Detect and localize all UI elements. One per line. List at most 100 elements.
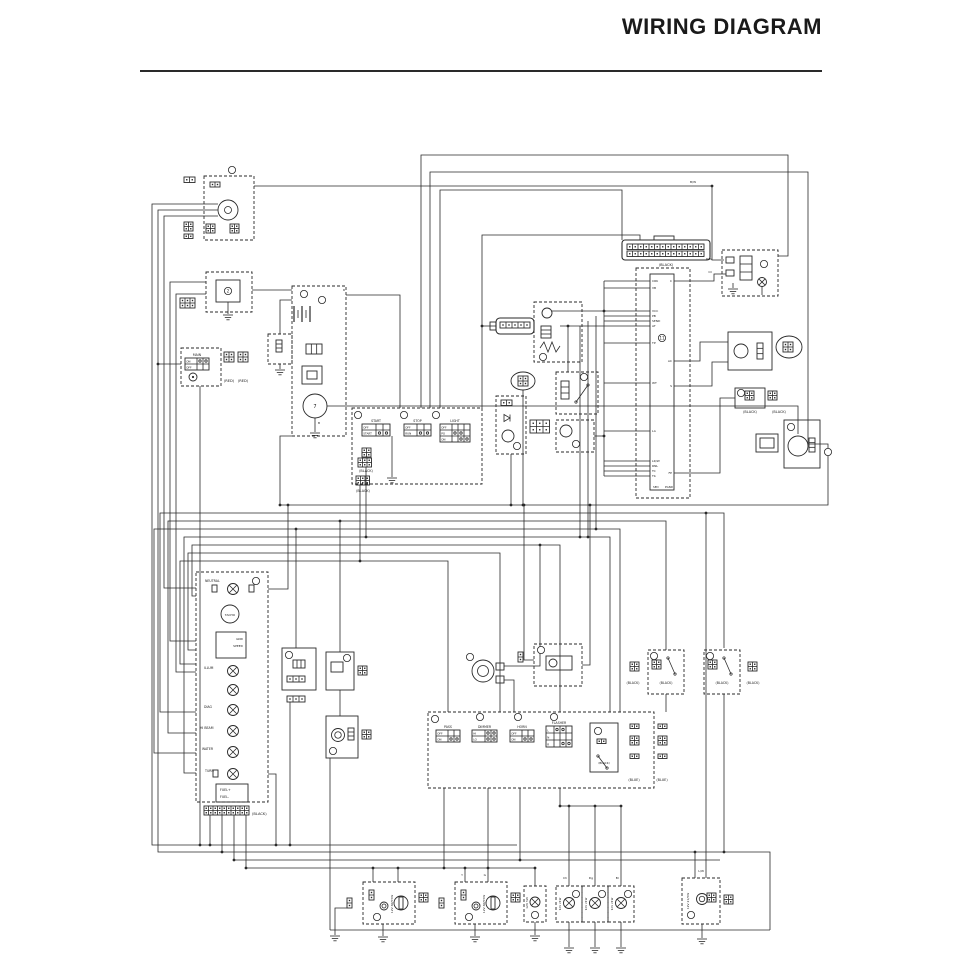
component-outline (427, 711, 655, 789)
connector (634, 253, 636, 255)
junction-dot (602, 434, 606, 438)
component-circle (548, 658, 558, 668)
junction-dot (602, 309, 606, 313)
switch-table-horn (529, 737, 533, 741)
label: RNL (652, 464, 658, 468)
bulb-icon (228, 769, 238, 779)
connector (289, 698, 291, 700)
label: (BLACK) (598, 761, 609, 765)
component-circle (733, 343, 749, 359)
connector (678, 253, 680, 255)
connector (769, 392, 771, 394)
wire (539, 340, 561, 354)
connector (246, 807, 248, 809)
connector (364, 459, 366, 461)
connector (730, 901, 732, 903)
switch-lever (586, 383, 590, 387)
switch-table-flasher (561, 741, 565, 746)
connector (658, 666, 660, 668)
wire (523, 505, 534, 661)
connector (667, 253, 669, 255)
connector (190, 223, 192, 225)
connector (695, 253, 697, 255)
switch-table-light (459, 431, 463, 435)
label: 12V 21W (610, 897, 614, 910)
connector (214, 812, 216, 814)
component-box (301, 365, 323, 385)
connector (664, 737, 666, 739)
connector (228, 812, 230, 814)
switch-table-dimmer (486, 731, 490, 735)
round-connector (510, 371, 536, 391)
connector (684, 253, 686, 255)
connector (359, 667, 361, 669)
connector (520, 324, 522, 326)
connector (186, 299, 189, 302)
wire (504, 545, 541, 667)
bulb-icon (590, 898, 600, 908)
connector (678, 246, 680, 248)
switch-table-light: LIGHT (450, 419, 460, 423)
ref-number (514, 713, 523, 722)
connector (713, 894, 715, 896)
component-box (783, 419, 821, 469)
label: 12V 60/55W (482, 895, 486, 913)
connector (508, 402, 510, 404)
switch-table-stop (425, 431, 430, 435)
component-outline (362, 881, 416, 925)
bulb-icon (531, 898, 539, 906)
connector (499, 321, 531, 329)
connector (363, 449, 365, 451)
ref-number (550, 713, 559, 722)
ref-number (353, 410, 362, 419)
connector (725, 901, 727, 903)
connector (512, 894, 514, 896)
switch-table-start (377, 431, 382, 435)
connector (519, 653, 522, 656)
resistor-icon (540, 325, 552, 339)
connector (713, 899, 715, 901)
connector (368, 454, 370, 456)
lamp-icon (698, 895, 706, 903)
connector (519, 658, 522, 661)
connector (368, 464, 370, 466)
component-box (759, 437, 775, 449)
ref-number (687, 911, 696, 920)
connector (629, 253, 631, 255)
connector (545, 422, 547, 424)
connector (420, 894, 422, 896)
junction-dot (442, 866, 446, 870)
connector (634, 246, 636, 248)
component-box (306, 370, 318, 380)
component-box (490, 896, 496, 910)
connector (207, 230, 209, 232)
junction-dot (558, 804, 562, 808)
label: S (670, 384, 672, 388)
connector (425, 899, 427, 901)
connector (708, 899, 710, 901)
connector (462, 891, 465, 894)
wire (167, 520, 667, 734)
connector (366, 482, 368, 484)
switch-lever (596, 754, 600, 758)
connector (774, 392, 776, 394)
wire (233, 815, 720, 861)
connector (631, 663, 633, 665)
component-box (495, 675, 505, 684)
lamp-icon (381, 903, 387, 909)
label: (BLACK) (747, 681, 760, 685)
connector (359, 459, 361, 461)
wire (674, 273, 726, 282)
connector (512, 899, 514, 901)
connector (532, 422, 534, 424)
connector (774, 397, 776, 399)
connector (244, 353, 247, 356)
label: LA (652, 429, 657, 433)
connector (363, 736, 365, 738)
switch-table-flasher: FLASHER (552, 721, 567, 725)
wire (429, 171, 818, 445)
label: (BLACK) (627, 681, 640, 685)
switch-lever (666, 656, 670, 660)
ref-number (737, 388, 746, 397)
switch-table-start: START (371, 419, 381, 423)
